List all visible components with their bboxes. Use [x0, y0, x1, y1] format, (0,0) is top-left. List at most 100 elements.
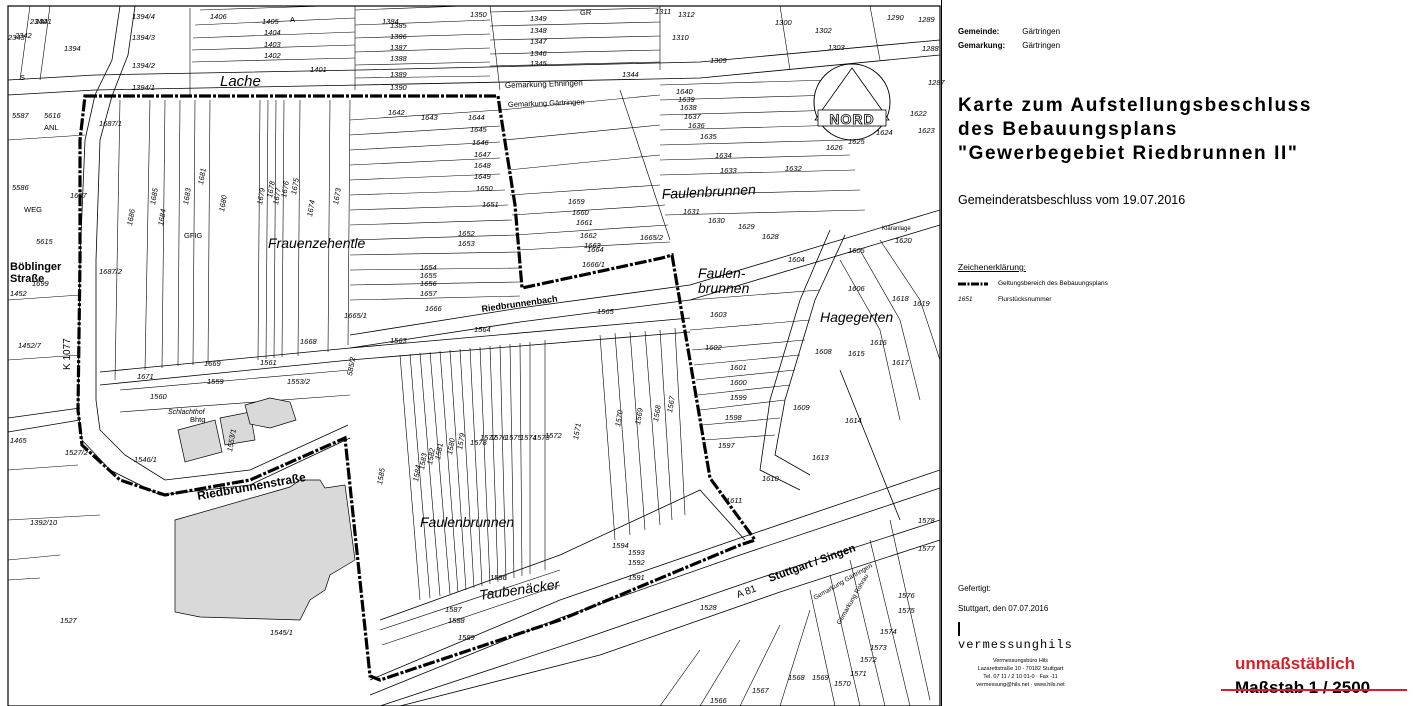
address-line-2: Lazarettstraße 10 · 70182 Stuttgart — [977, 666, 1064, 672]
map-label-parcels-74: 1653 — [458, 239, 476, 248]
map-label-parcels-36: 1290 — [887, 13, 905, 22]
not-to-scale-label: unmaßstäblich — [1235, 654, 1355, 673]
map-label-parcels-109: 1604 — [788, 255, 805, 264]
map-label-parcels-87: 1634 — [715, 151, 732, 160]
map-label-parcels-121: 1599 — [730, 393, 748, 402]
map-label-parcels-152: 1579 — [455, 432, 467, 451]
council-resolution: Gemeinderatsbeschluss vom 19.07.2016 — [958, 193, 1186, 207]
map-label-parcels-0: 1406 — [210, 12, 228, 21]
logo-bar-icon — [958, 622, 960, 636]
address-line-4: vermessung@hils.net · www.hils.net — [976, 682, 1065, 688]
map-label-parcels-70: 1649 — [474, 172, 492, 181]
map-label-parcels-170: 1586 — [490, 573, 508, 582]
map-label-parcels-37: 1289 — [918, 15, 936, 24]
map-label-parcels-150: 1581 — [433, 442, 445, 460]
cadastral-map[interactable]: LacheFrauenzehentleFaulenbrunnenFaulen-b… — [0, 0, 946, 706]
map-label-parcels-187: 1570 — [834, 679, 852, 688]
map-label-parcels-161: 1527/2 — [65, 448, 89, 457]
map-label-parcels-104: 1664 — [587, 245, 604, 254]
gemarkung-label: Gemarkung: — [958, 41, 1006, 50]
map-label-parcels-174: 1528 — [700, 603, 718, 612]
map-label-parcels-176: 1567 — [752, 686, 770, 695]
map-label-parcels-85: 1636 — [688, 121, 706, 130]
map-label-parcels-91: 1630 — [708, 216, 726, 225]
address-line-3: Tel. 07 11 / 2 10 01-0 · Fax -11 — [983, 674, 1058, 680]
map-label-parcels-2: 1404 — [264, 28, 281, 37]
map-label-parcels-133: 1561 — [260, 358, 277, 367]
map-label-gemarkung-1: Gemarkung Gärtringen — [508, 97, 585, 109]
map-label-parcels-123: 1597 — [718, 441, 736, 450]
map-label-areas-0: Lache — [220, 73, 261, 90]
map-label-parcels-60: 1699 — [32, 279, 50, 288]
map-label-parcels-46: 1686 — [125, 208, 137, 227]
map-label-parcels-57: 1674 — [305, 199, 317, 217]
map-label-gemarkung-0: Gemarkung Ehningen — [505, 78, 583, 90]
map-label-parcels-145: 1567 — [665, 395, 677, 414]
map-label-parcels-140: 585/2 — [345, 355, 357, 376]
map-label-parcels-137: 1560 — [150, 392, 168, 401]
map-label-parcels-175: 1566 — [710, 696, 728, 705]
map-label-parcels-148: 1583 — [417, 452, 429, 471]
map-label-uses-2: S — [20, 73, 25, 82]
map-label-parcels-178: 1569 — [812, 673, 830, 682]
map-label-parcels-118: 1602 — [705, 343, 723, 352]
map-label-parcels-11: 2340 — [29, 17, 48, 26]
map-label-parcels-31: 1310 — [672, 33, 690, 42]
map-label-parcels-81: 1640 — [676, 87, 694, 96]
map-label-areas-6: Faulenbrunnen — [420, 514, 514, 530]
map-label-parcels-17: 1386 — [390, 32, 408, 41]
map-label-parcels-22: 1350 — [470, 10, 488, 19]
map-label-parcels-100: 1660 — [572, 208, 590, 217]
map-label-parcels-64: 1643 — [421, 113, 439, 122]
map-label-parcels-124: 1609 — [793, 403, 811, 412]
legend-title: Zeichenerklärung: — [958, 262, 1027, 272]
map-label-parcels-80: 1665/1 — [344, 311, 367, 320]
map-label-parcels-1: 1405 — [262, 17, 280, 26]
map-label-parcels-72: 1651 — [482, 200, 499, 209]
map-label-uses-5: GFIG — [184, 231, 202, 240]
map-label-parcels-171: 1587 — [445, 605, 463, 614]
map-label-parcels-117: 1603 — [710, 310, 728, 319]
map-label-parcels-135: 1671 — [137, 372, 154, 381]
map-label-parcels-154: 1577 — [480, 433, 498, 442]
legend-item-number: 1651 Flurstücksnummer — [958, 296, 1051, 303]
map-label-parcels-151: 1580 — [445, 437, 457, 456]
map-label-parcels-32: 1309 — [710, 56, 728, 65]
map-label-parcels-67: 1646 — [472, 138, 490, 147]
map-label-parcels-142: 1570 — [613, 409, 625, 428]
map-label-parcels-76: 1655 — [420, 271, 438, 280]
map-label-parcels-134: 1669 — [204, 359, 222, 368]
map-label-parcels-111: 1618 — [892, 294, 910, 303]
map-label-parcels-44: 5586 — [12, 183, 30, 192]
map-label-parcels-41: 5616 — [44, 111, 62, 120]
map-label-parcels-138: 1553/2 — [287, 377, 311, 386]
map-label-parcels-163: 1392/10 — [30, 518, 58, 527]
map-label-parcels-158: 1573 — [533, 433, 551, 442]
map-label-parcels-10: 1394 — [64, 44, 81, 53]
map-label-parcels-169: 1591 — [628, 573, 645, 582]
map-label-parcels-106: 1666/1 — [582, 260, 605, 269]
map-label-parcels-149: 1582 — [425, 447, 437, 466]
map-label-parcels-4: 1402 — [264, 51, 282, 60]
map-label-parcels-129: 1565 — [597, 307, 615, 316]
map-label-uses-3: ANL — [44, 123, 59, 132]
map-label-parcels-58: 1673 — [331, 187, 343, 206]
map-label-parcels-115: 1615 — [848, 349, 866, 358]
map-title: Karte zum Aufstellungsbeschluss des Beba… — [958, 94, 1312, 166]
map-label-parcels-108: 1605 — [848, 246, 866, 255]
map-label-parcels-33: 1302 — [815, 26, 833, 35]
legend-label-number: Flurstücksnummer — [998, 296, 1052, 303]
map-label-parcels-95: 1623 — [918, 126, 936, 135]
map-label-parcels-116: 1608 — [815, 347, 833, 356]
map-label-parcels-21: 1390 — [390, 83, 408, 92]
title-line-3: "Gewerbegebiet Riedbrunnen II" — [958, 143, 1299, 164]
title-line-2: des Bebauungsplans — [958, 119, 1178, 140]
map-label-parcels-181: 1576 — [898, 591, 916, 600]
map-label-parcels-8: 1394/2 — [132, 61, 156, 70]
map-label-parcels-25: 1347 — [530, 37, 548, 46]
map-label-parcels-177: 1568 — [788, 673, 806, 682]
map-label-parcels-182: 1575 — [898, 606, 916, 615]
plan-boundary — [76, 94, 758, 682]
map-label-uses-0: A — [290, 15, 295, 24]
map-label-parcels-52: 1679 — [255, 187, 267, 206]
